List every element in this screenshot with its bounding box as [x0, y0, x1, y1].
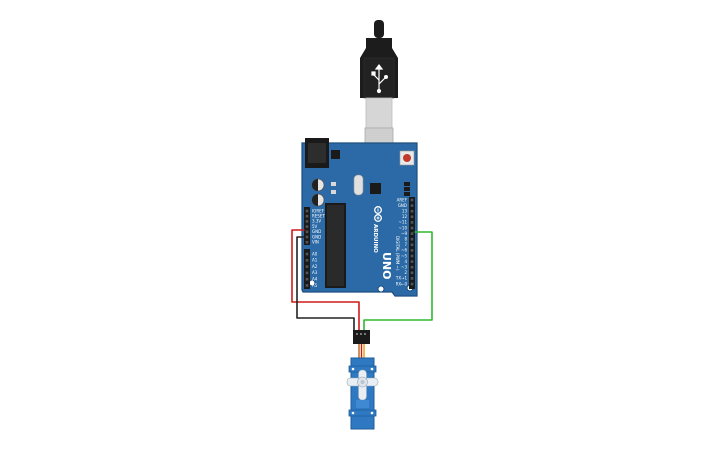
- pin-label: IOREF: [312, 208, 325, 213]
- pin-label: 7: [404, 242, 407, 247]
- pin-label: GND: [312, 234, 321, 239]
- pin-label: A0: [312, 251, 318, 256]
- usb-cable-metal-shell: [365, 97, 393, 129]
- ground-wire[interactable]: [296, 236, 355, 331]
- pin-label: A3: [312, 270, 318, 275]
- header-pin[interactable]: [305, 271, 309, 275]
- small-component: [331, 190, 336, 194]
- usb-interface-chip: [370, 183, 381, 194]
- servo-horn[interactable]: [346, 369, 379, 401]
- pin-label: ~6: [401, 248, 407, 253]
- header-pin[interactable]: [410, 277, 414, 280]
- pin-label: ~5: [401, 253, 407, 258]
- header-pin[interactable]: [410, 243, 414, 247]
- pin-label: VIN: [312, 240, 319, 245]
- header-pin[interactable]: [410, 237, 414, 241]
- header-pin[interactable]: [410, 204, 414, 207]
- signal-wire[interactable]: [363, 231, 433, 331]
- header-pin[interactable]: [305, 252, 309, 256]
- header-pin[interactable]: [305, 214, 309, 218]
- pin-label: GND: [398, 203, 407, 208]
- pin-label: RX←0: [396, 281, 408, 286]
- header-pin[interactable]: [410, 221, 414, 224]
- analog-header: [304, 249, 310, 289]
- header-pin[interactable]: [305, 265, 309, 268]
- small-component: [331, 182, 336, 186]
- icsp-header: [404, 182, 410, 196]
- servo-mount-hole: [370, 411, 374, 415]
- pin-label: 8: [404, 237, 407, 242]
- header-pin[interactable]: [305, 225, 309, 228]
- pin-label: A5: [312, 283, 318, 288]
- servo-connector[interactable]: [353, 330, 370, 344]
- digital-header: [409, 197, 415, 289]
- header-pin[interactable]: [410, 260, 414, 263]
- pin-label: A4: [312, 277, 318, 282]
- crystal-oscillator: [353, 174, 364, 196]
- servo-mount-tab: [348, 409, 377, 417]
- header-pin[interactable]: [305, 277, 309, 281]
- voltage-regulator: [331, 150, 340, 159]
- power-wire[interactable]: [291, 229, 360, 331]
- dc-power-jack-inner: [308, 143, 326, 163]
- header-pin[interactable]: [410, 271, 414, 275]
- chip-socket: [327, 205, 344, 286]
- pin-label: A1: [312, 258, 318, 263]
- arduino-logo-icon: [374, 206, 382, 222]
- header-pin[interactable]: [410, 265, 414, 269]
- pin-label: 3.3V: [312, 219, 321, 224]
- header-pin[interactable]: [410, 249, 414, 252]
- wires: [291, 229, 433, 331]
- servo-mount-hole: [351, 411, 355, 415]
- usb-cable-strain-relief: [374, 20, 384, 38]
- pin-label: TX→1: [395, 276, 408, 281]
- servo-connector-pins: [356, 333, 366, 335]
- digital-header-caption: DIGITAL (PWM ~): [395, 236, 400, 271]
- pin-label: 5V: [312, 224, 318, 229]
- servo-mount-hole: [351, 367, 355, 371]
- servo-mount-hole: [370, 367, 374, 371]
- board-model: UNO: [380, 252, 393, 280]
- header-pin[interactable]: [305, 209, 309, 213]
- header-pin[interactable]: [410, 254, 414, 258]
- mount-hole: [377, 285, 385, 293]
- header-pin[interactable]: [410, 232, 414, 235]
- reset-button[interactable]: [403, 154, 411, 162]
- header-pin[interactable]: [305, 235, 309, 239]
- header-pin[interactable]: [410, 209, 414, 213]
- pin-label: 4: [404, 259, 407, 264]
- header-pin[interactable]: [305, 220, 309, 223]
- header-pin[interactable]: [410, 215, 414, 219]
- header-pin[interactable]: [305, 284, 309, 287]
- header-pin[interactable]: [410, 226, 414, 230]
- pin-label: ~11: [399, 220, 408, 225]
- servo-label-plate: [356, 400, 369, 408]
- header-pin[interactable]: [410, 198, 414, 202]
- pin-label: AREF: [397, 197, 408, 202]
- pin-label: 13: [402, 209, 408, 214]
- pin-label: GND: [312, 229, 321, 234]
- header-pin[interactable]: [305, 230, 309, 234]
- pin-label: A2: [312, 264, 318, 269]
- board-brand: ARDUINO: [372, 224, 378, 253]
- pin-label: 12: [402, 214, 408, 219]
- pin-label: RESET: [312, 214, 325, 219]
- header-pin[interactable]: [305, 240, 309, 244]
- pin-label: ~9: [401, 231, 407, 236]
- header-pin[interactable]: [305, 259, 309, 262]
- pin-label: ~10: [399, 225, 408, 230]
- pin-label: ~3: [401, 265, 407, 270]
- header-pin[interactable]: [410, 282, 414, 286]
- pin-label: 2: [404, 270, 407, 275]
- usb-icon: [371, 64, 389, 94]
- servo-motor: [346, 330, 379, 430]
